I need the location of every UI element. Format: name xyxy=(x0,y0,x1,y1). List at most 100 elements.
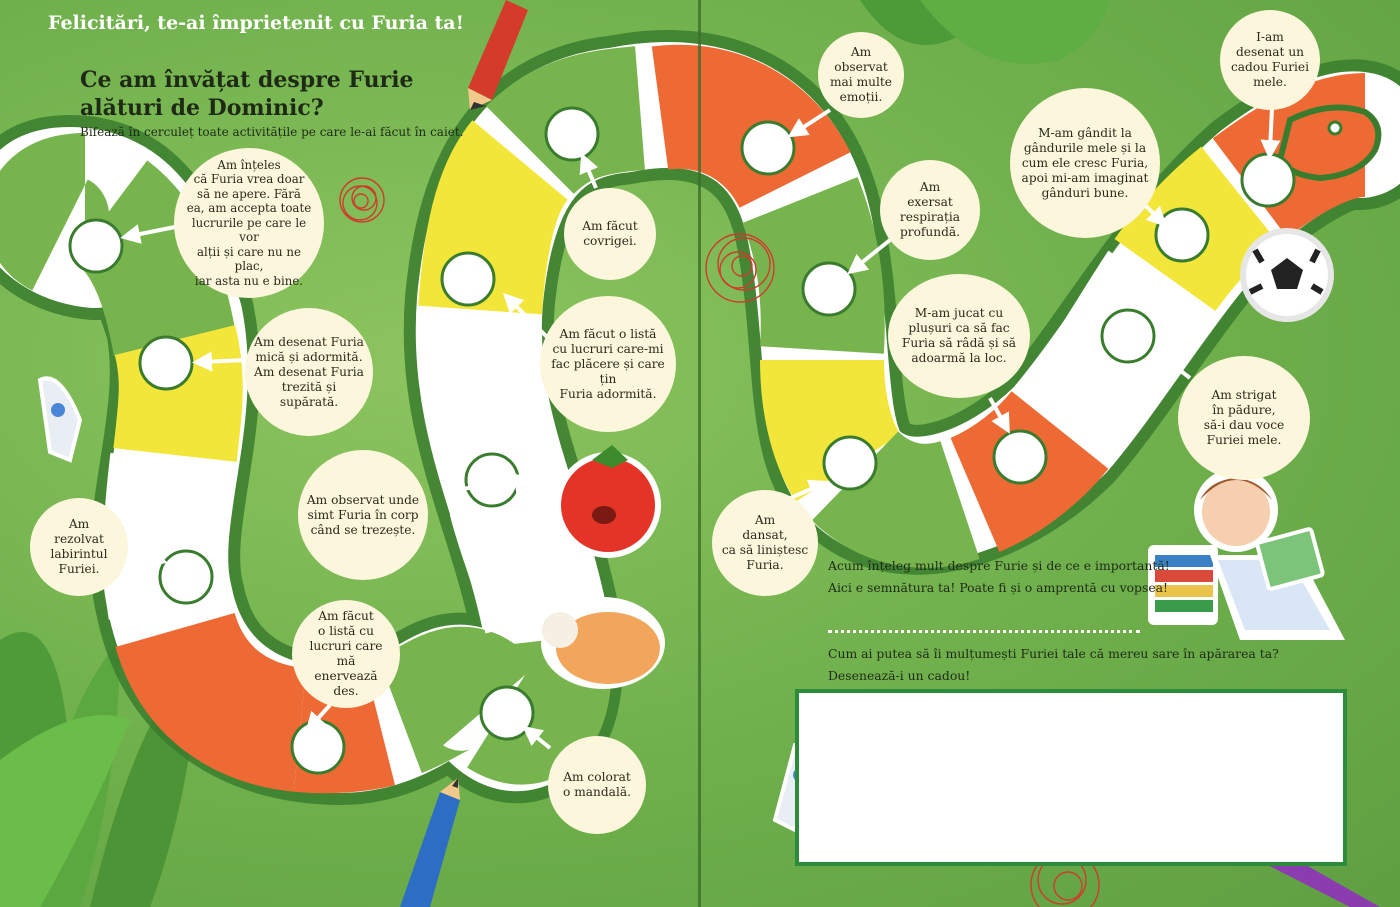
activity-text-line: lucruri care mă xyxy=(309,639,383,668)
activity-text-line: M-am jucat cu xyxy=(914,306,1004,320)
activity-text-line: emoții. xyxy=(839,90,883,104)
activity-text-line: observat xyxy=(834,60,888,74)
activity-text-line: dansat, xyxy=(742,528,788,542)
activity-text-line: desenat un xyxy=(1235,45,1305,59)
snake-head-icon xyxy=(1276,104,1382,182)
activity-text-line: să ne apere. Fără xyxy=(197,186,301,201)
activity-text-line: iar asta nu e bine. xyxy=(194,273,304,288)
drawing-box[interactable] xyxy=(795,689,1347,866)
signature-prompt: Aici e semnătura ta! Poate fi și o ampre… xyxy=(828,580,1169,595)
closing-statement: Acum înțeleg mult despre Furie și de ce … xyxy=(828,558,1170,573)
activity-text-line: exersat xyxy=(907,195,953,209)
red-pencil-icon xyxy=(468,0,528,110)
activity-text-line: mai multe xyxy=(829,75,892,89)
football-icon xyxy=(1240,228,1334,322)
activity-text-line: profundă. xyxy=(899,225,961,239)
activity-text-line: mică și adormită. xyxy=(255,349,363,364)
cat-sticker-icon xyxy=(541,597,665,689)
activity-text-line: ea, am accepta toate xyxy=(186,201,312,216)
leaf-top-right-icon xyxy=(860,0,1110,64)
arrow-icon xyxy=(522,725,552,750)
draw-prompt: Desenează-i un cadou! xyxy=(828,668,971,683)
activity-text-line: fac plăcere și care țin xyxy=(551,356,665,386)
activity-text-line: Am xyxy=(754,513,776,527)
arrow-icon xyxy=(449,473,535,494)
activity-text-line: cadou Furiei xyxy=(1230,60,1310,74)
signature-line[interactable] xyxy=(828,630,1140,633)
activity-text-line: respirația xyxy=(899,210,961,224)
activity-text-line: să-i dau voce xyxy=(1203,418,1285,432)
activity-text-line: Furia să râdă și să xyxy=(901,336,1017,350)
activity-text-line: că Furia vrea doar xyxy=(193,172,305,187)
page-title-line: Ce am învățat despre Furie xyxy=(80,67,414,93)
instructions-text: Bifează în cerculeț toate activitățile p… xyxy=(80,125,464,139)
activity-text-line: M-am gândit la xyxy=(1038,125,1132,140)
activity-text-line: trezită și supărată. xyxy=(279,379,339,409)
activity-text-line: Furiei mele. xyxy=(1206,433,1282,447)
activity-text-line: enervează des. xyxy=(314,669,378,698)
arrow-icon xyxy=(1260,107,1281,160)
activity-text-line: Am făcut xyxy=(318,609,374,623)
gift-question: Cum ai putea să îi mulțumești Furiei tal… xyxy=(828,646,1279,661)
tomato-character-icon xyxy=(555,445,661,558)
activity-text-line: I-am xyxy=(1256,30,1284,44)
activity-text-line: ca să liniștesc xyxy=(721,543,809,557)
activity-text-line: lucrurile pe care le vor xyxy=(191,215,307,245)
activity-text-line: în pădure, xyxy=(1212,403,1276,417)
activity-text-line: o listă cu xyxy=(318,624,374,638)
activity-text-line: o mandală. xyxy=(563,785,631,799)
activity-text-line: adoarmă la loc. xyxy=(911,351,1007,365)
activity-text-line: Furiei. xyxy=(58,562,100,576)
activity-text-line: simt Furia în corp xyxy=(307,507,419,522)
arrow-icon xyxy=(502,292,552,342)
activity-text-line: cu lucruri care-mi xyxy=(552,341,664,356)
page-title: Ce am învățat despre Furie alături de Do… xyxy=(80,66,500,122)
arrow-icon xyxy=(305,703,332,733)
boy-reading-icon xyxy=(1148,468,1345,640)
activity-text-line: Am înțeles xyxy=(217,157,281,172)
activity-text-line: gândurile mele și la xyxy=(1023,140,1147,155)
activity-text-line: Am desenat Furia xyxy=(254,364,364,379)
activity-text-line: mele. xyxy=(1253,75,1287,89)
activity-text-line: Am xyxy=(919,180,941,194)
arrow-icon xyxy=(988,397,1010,434)
activity-text-line: cum ele cresc Furia, xyxy=(1021,155,1149,170)
activity-text-line: Am strigat xyxy=(1211,388,1277,402)
activity-text-line: rezolvat xyxy=(54,532,104,546)
activity-text-line: Am desenat Furia xyxy=(254,334,364,349)
activity-text-line: Am xyxy=(68,517,90,531)
page-gutter xyxy=(698,0,701,907)
activity-text-line: covrigei. xyxy=(583,234,637,248)
activity-text-line: Am xyxy=(850,45,872,59)
activity-text-line: labirintul xyxy=(50,547,108,561)
activity-text-line: Am făcut xyxy=(582,219,638,233)
arrow-icon xyxy=(579,152,599,189)
arrow-icon xyxy=(1152,348,1192,380)
activity-text-line: când se trezește. xyxy=(310,522,416,537)
